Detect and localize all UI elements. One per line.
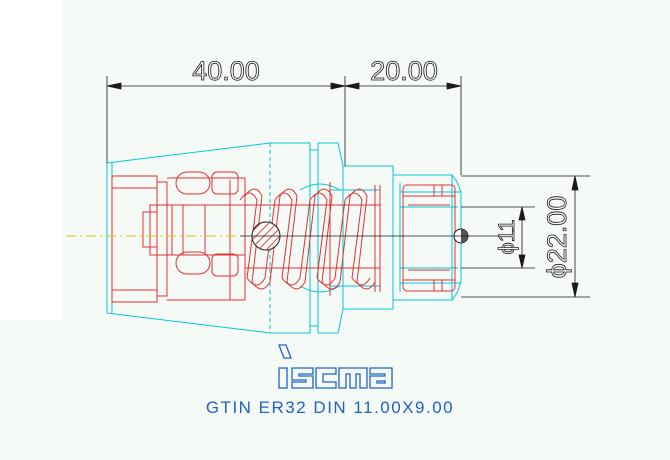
- dim-diameter-inner: ϕ11: [494, 219, 519, 254]
- iscar-logo: [278, 344, 393, 389]
- dimension-lines: [106, 76, 590, 298]
- drawing-sheet-lower-left: [0, 320, 62, 460]
- section-pin: [251, 221, 281, 251]
- dim-length-b: 20.00: [370, 56, 438, 86]
- collet-outline: [106, 142, 462, 334]
- dim-diameter-outer: ϕ22.00: [542, 196, 572, 279]
- dim-length-a: 40.00: [192, 56, 260, 86]
- drawing-sheet: [62, 0, 670, 460]
- drawing-caption: GTIN ER32 DIN 11.00X9.00: [205, 398, 455, 417]
- tap-adaptor-detail: [111, 171, 456, 303]
